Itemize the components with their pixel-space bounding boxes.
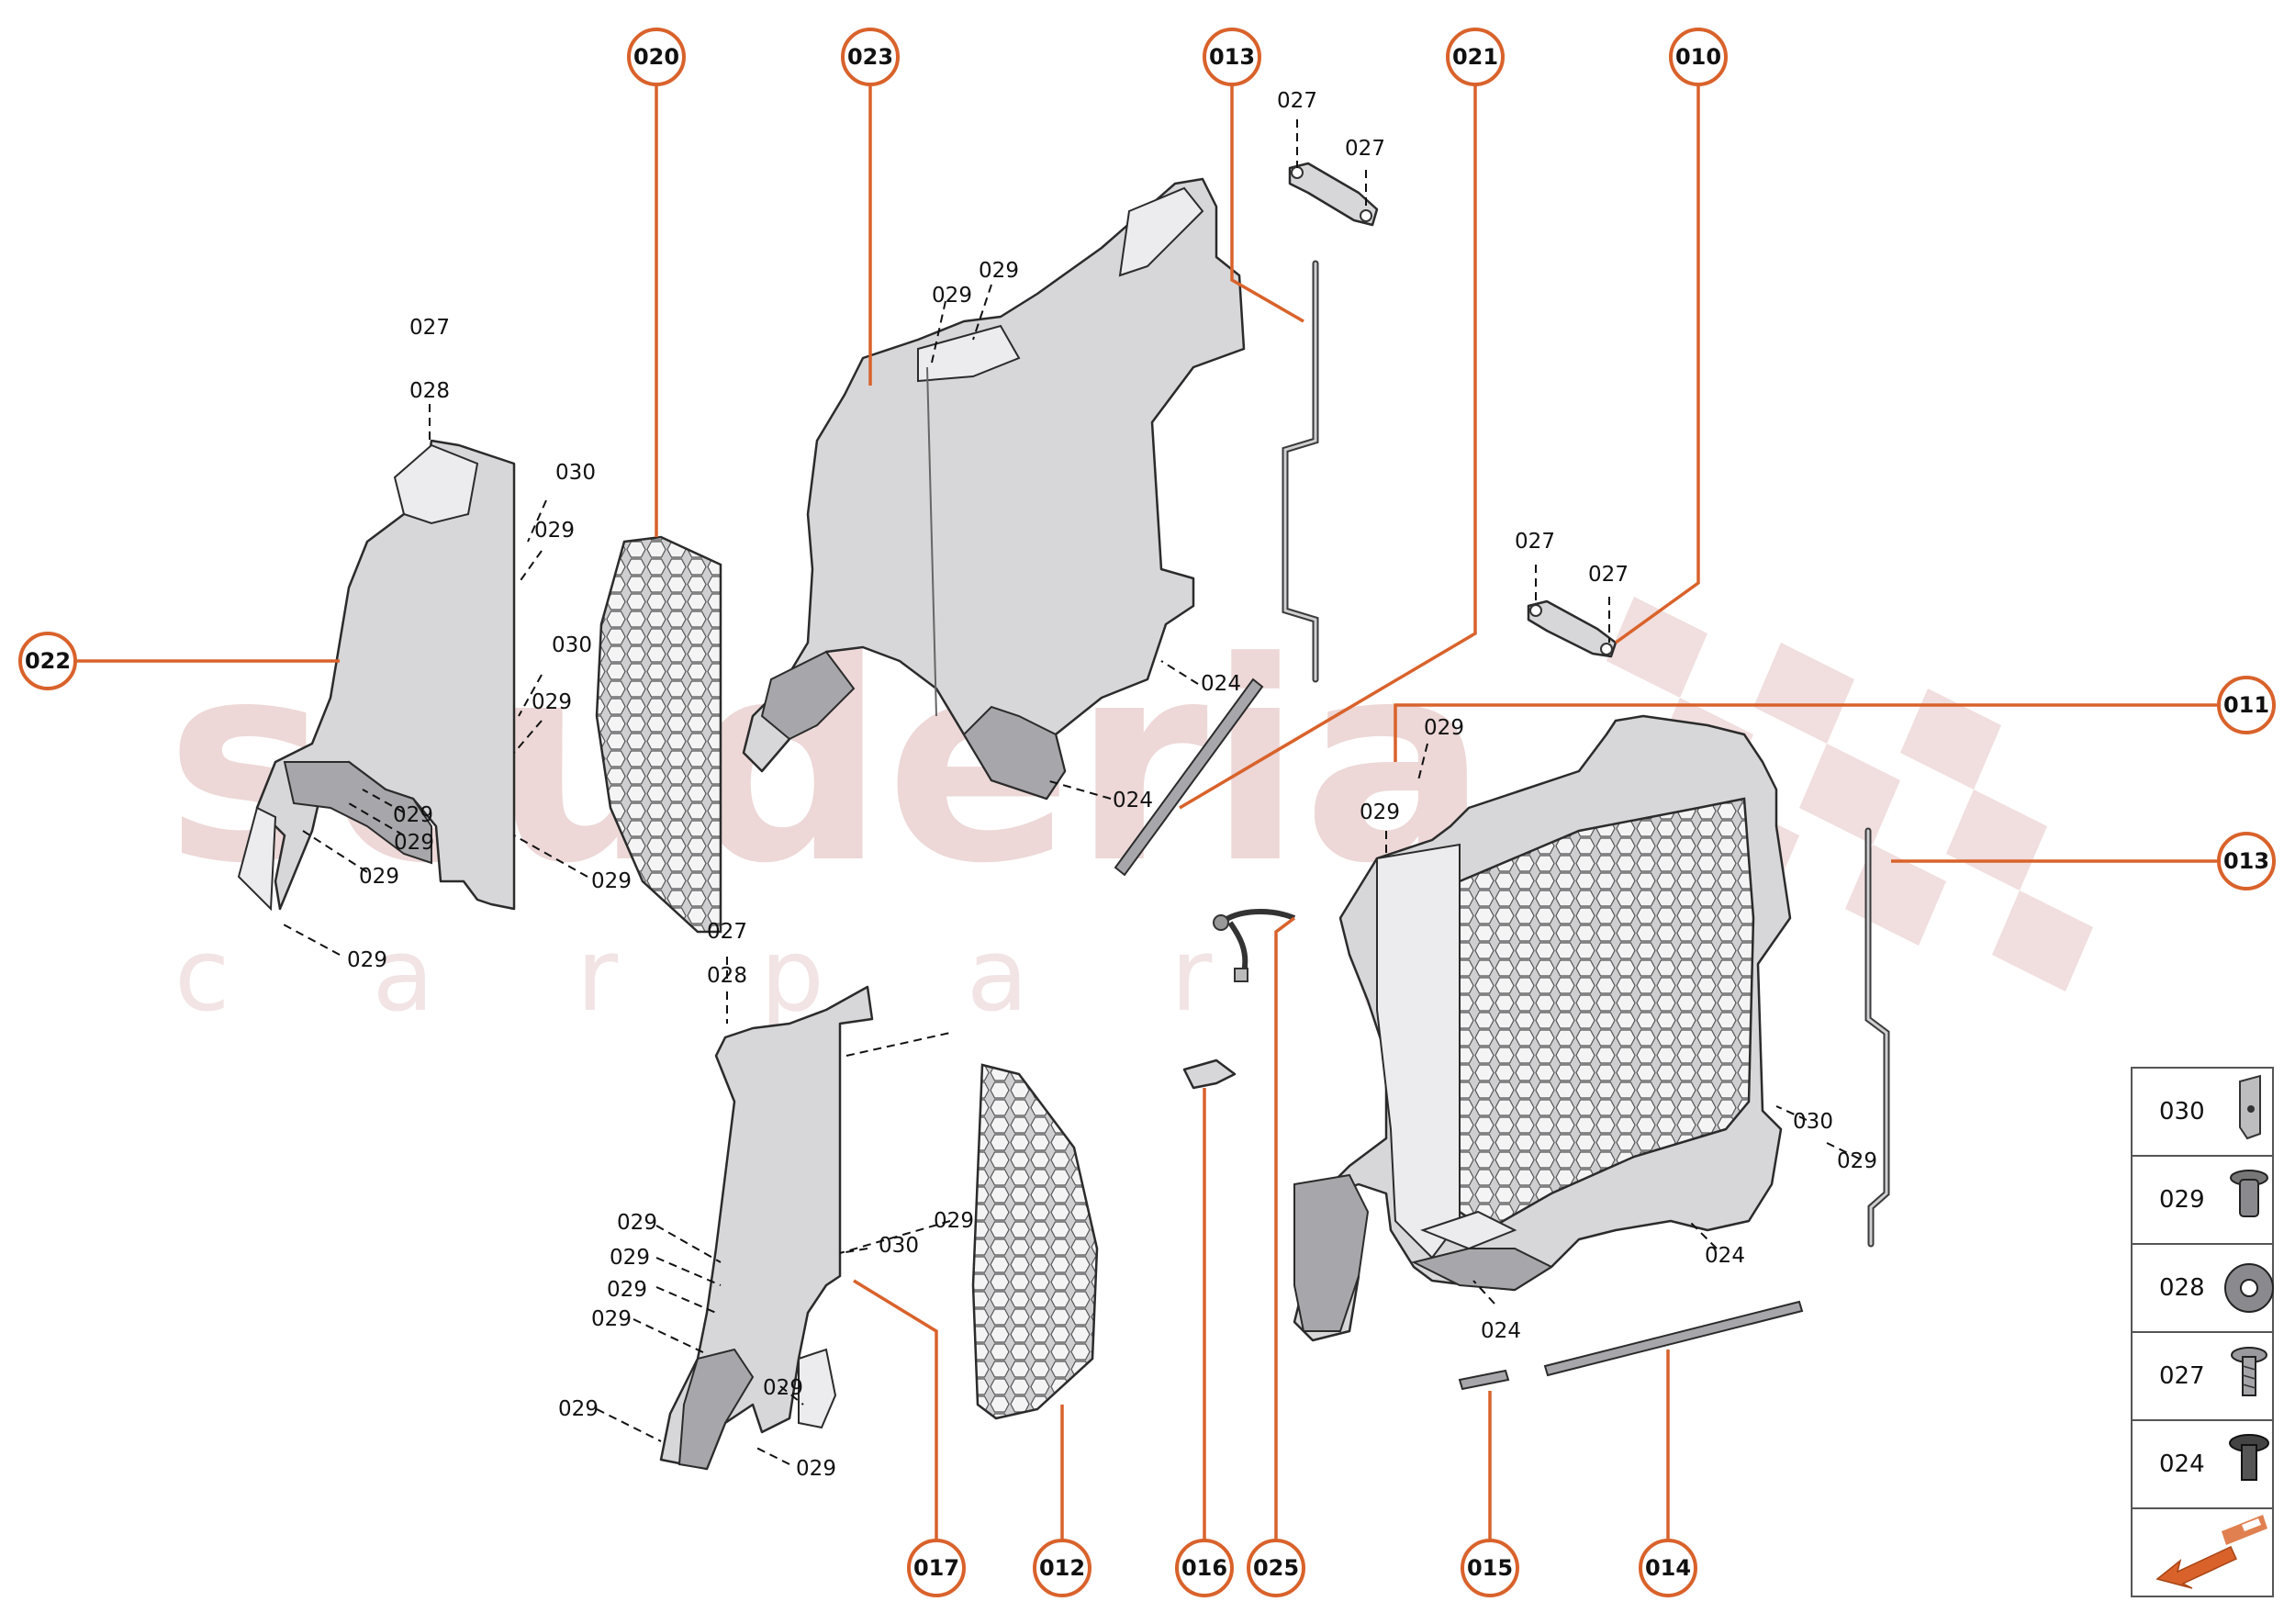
callout-013-upper[interactable]: 013 — [1203, 28, 1261, 86]
ref-label: 029 — [617, 1211, 657, 1235]
callout-021[interactable]: 021 — [1446, 28, 1505, 86]
ref-label: 028 — [707, 964, 747, 988]
callout-label: 021 — [1452, 44, 1498, 70]
bracket-010 — [1527, 599, 1618, 658]
ref-label: 029 — [607, 1278, 647, 1302]
ref-label: 029 — [591, 1307, 632, 1331]
callout-label: 011 — [2223, 692, 2269, 718]
ref-label: 029 — [558, 1397, 599, 1421]
ref-label: 024 — [1201, 672, 1241, 696]
callout-label: 013 — [2223, 848, 2269, 874]
callout-014[interactable]: 014 — [1639, 1539, 1697, 1597]
part-017-lower-duct — [659, 985, 874, 1471]
callout-011[interactable]: 011 — [2217, 676, 2276, 734]
ref-label: 029 — [393, 803, 433, 827]
bracket-upper — [1288, 162, 1379, 227]
ref-label: 029 — [1837, 1149, 1877, 1173]
legend-code: 027 — [2159, 1362, 2205, 1390]
callout-label: 020 — [633, 44, 679, 70]
callout-label: 022 — [25, 648, 71, 674]
clip-nut-icon — [2239, 1074, 2261, 1140]
part-014-long-bar — [1543, 1300, 1804, 1377]
ref-label: 024 — [1705, 1244, 1745, 1268]
ref-label: 029 — [347, 948, 387, 972]
ref-label: 030 — [1793, 1110, 1833, 1134]
ref-label: 029 — [610, 1246, 650, 1270]
callout-013-lower[interactable]: 013 — [2217, 832, 2276, 890]
ref-label: 027 — [1277, 89, 1317, 113]
ref-label: 024 — [1113, 789, 1153, 812]
ref-label: 030 — [552, 633, 592, 657]
ref-label: 027 — [1345, 137, 1385, 161]
callout-label: 013 — [1209, 44, 1255, 70]
ref-label: 029 — [796, 1457, 836, 1481]
ref-label: 029 — [1360, 801, 1400, 824]
callout-016[interactable]: 016 — [1175, 1539, 1234, 1597]
ref-label: 029 — [1424, 716, 1464, 740]
callout-010[interactable]: 010 — [1669, 28, 1728, 86]
part-012-lower-grill — [971, 1063, 1099, 1420]
leader-lines — [73, 78, 2217, 1565]
callout-025[interactable]: 025 — [1247, 1539, 1305, 1597]
callout-015[interactable]: 015 — [1461, 1539, 1519, 1597]
ref-label: 029 — [532, 690, 572, 714]
ref-label: 029 — [932, 284, 972, 308]
ref-label: 029 — [979, 259, 1019, 283]
legend-code: 030 — [2159, 1098, 2205, 1126]
ref-label: 027 — [707, 920, 747, 944]
ref-label: 027 — [409, 316, 450, 340]
part-013-lower-rod — [1864, 827, 1890, 1248]
callout-012[interactable]: 012 — [1033, 1539, 1092, 1597]
callout-label: 023 — [847, 44, 893, 70]
ref-label: 029 — [763, 1376, 803, 1400]
ref-label: 029 — [934, 1209, 974, 1233]
ref-label: 030 — [555, 461, 596, 485]
ref-label: 029 — [359, 865, 399, 889]
part-013-upper-rod — [1282, 260, 1319, 683]
legend-code: 028 — [2159, 1274, 2205, 1302]
part-023-upper-duct — [742, 177, 1246, 801]
legend-code: 024 — [2159, 1450, 2205, 1478]
ref-label: 027 — [1588, 563, 1629, 587]
part-016-clip — [1182, 1058, 1237, 1090]
callout-020[interactable]: 020 — [627, 28, 686, 86]
part-020-left-grill — [595, 535, 722, 934]
callout-017[interactable]: 017 — [907, 1539, 966, 1597]
callout-label: 012 — [1039, 1555, 1085, 1581]
part-011-right-duct — [1293, 714, 1792, 1342]
part-021-seal-strip — [1114, 678, 1264, 877]
dashed-ref-lines — [279, 119, 1860, 1465]
ref-label: 030 — [879, 1234, 919, 1258]
part-015-short-bar — [1458, 1369, 1510, 1391]
push-rivet-icon — [2230, 1170, 2268, 1217]
callout-label: 017 — [913, 1555, 959, 1581]
callout-label: 025 — [1253, 1555, 1299, 1581]
direction-arrow-icon — [2155, 1515, 2267, 1589]
washer-icon — [2224, 1263, 2274, 1313]
callout-023[interactable]: 023 — [841, 28, 900, 86]
fastener-legend: 030 029 028 027 024 — [2131, 1067, 2274, 1597]
callout-label: 014 — [1645, 1555, 1691, 1581]
callout-022[interactable]: 022 — [18, 632, 77, 690]
part-022-left-duct — [237, 439, 516, 912]
callout-label: 016 — [1181, 1555, 1227, 1581]
legend-code: 029 — [2159, 1186, 2205, 1214]
ref-label: 027 — [1515, 530, 1555, 554]
ref-label: 029 — [534, 519, 575, 543]
bolt-icon — [2229, 1434, 2269, 1481]
ref-label: 028 — [409, 379, 450, 403]
part-025-sensor-cable — [1213, 909, 1296, 982]
ref-label: 024 — [1481, 1319, 1521, 1343]
screw-icon — [2231, 1347, 2267, 1396]
ref-label: 029 — [591, 869, 632, 893]
callout-label: 010 — [1675, 44, 1721, 70]
reference-labels: 027 028 030 029 030 029 029 029 029 029 … — [347, 89, 1877, 1481]
callout-label: 015 — [1467, 1555, 1513, 1581]
ref-label: 029 — [394, 831, 434, 855]
